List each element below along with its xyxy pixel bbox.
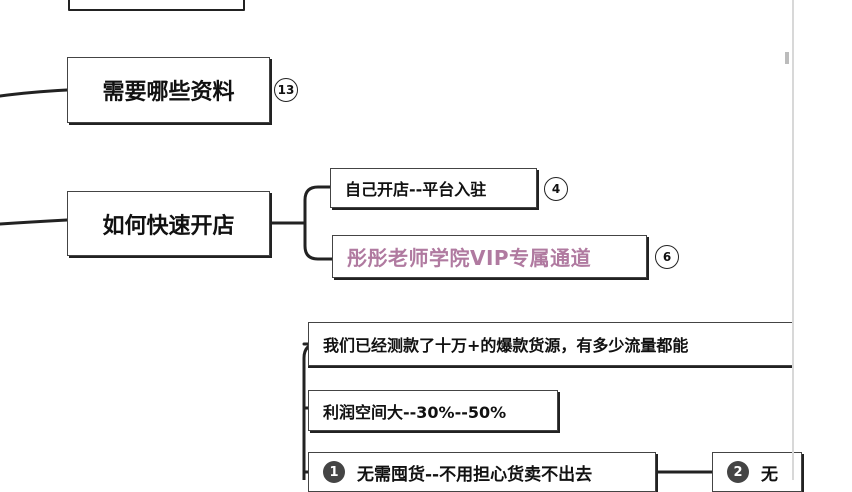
node-open-shop[interactable]: 如何快速开店 (67, 191, 270, 256)
node-self-open-label: 自己开店--平台入驻 (345, 180, 487, 199)
node-no-stock[interactable]: 1 无需囤货--不用担心货卖不出去 (308, 452, 656, 492)
vertical-scrollbar-thumb[interactable] (785, 52, 789, 64)
node-vip-channel[interactable]: 彤彤老师学院VIP专属通道 (332, 235, 647, 278)
node-next-item-label: 无 (761, 464, 778, 485)
self-open-count-text: 4 (551, 182, 561, 196)
node-open-shop-label: 如何快速开店 (102, 213, 235, 239)
node-profit-margin-label: 利润空间大--30%--50% (323, 402, 507, 422)
vertical-scrollbar-track[interactable] (792, 0, 794, 480)
item-number-1: 1 (323, 461, 345, 483)
node-profit-margin[interactable]: 利润空间大--30%--50% (308, 390, 558, 431)
node-self-open[interactable]: 自己开店--平台入驻 (330, 168, 537, 208)
vip-count-text: 6 (662, 250, 672, 264)
node-materials[interactable]: 需要哪些资料 (67, 57, 270, 123)
materials-count-badge: 13 (274, 78, 298, 102)
node-tested-products-label: 我们已经测款了十万+的爆款货源，有多少流量都能 (323, 336, 689, 355)
self-open-count-badge: 4 (544, 177, 568, 201)
node-vip-channel-label: 彤彤老师学院VIP专属通道 (347, 246, 592, 270)
node-no-stock-label: 无需囤货--不用担心货卖不出去 (357, 464, 593, 485)
node-next-item[interactable]: 2 无 (712, 452, 802, 492)
vip-count-badge: 6 (655, 245, 679, 269)
materials-count-text: 13 (277, 83, 295, 97)
node-materials-label: 需要哪些资料 (102, 80, 235, 105)
node-tested-products[interactable]: 我们已经测款了十万+的爆款货源，有多少流量都能 (308, 322, 794, 366)
item-number-2: 2 (727, 461, 749, 483)
